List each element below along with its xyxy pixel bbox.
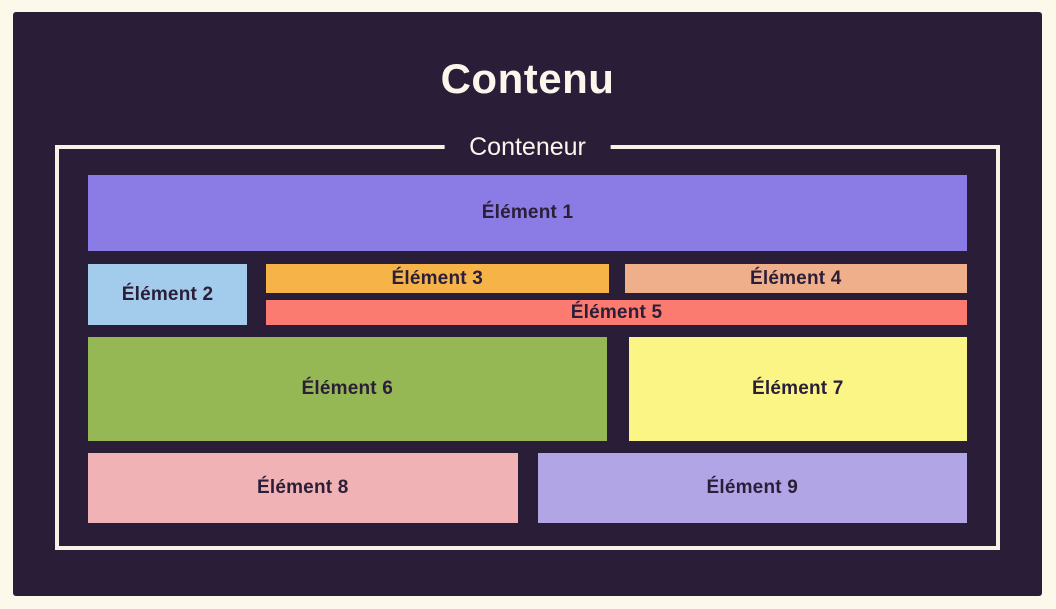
row-4: Élément 8 Élément 9	[88, 453, 967, 523]
element-9: Élément 9	[537, 453, 967, 523]
content-panel: Contenu Conteneur Élément 1 Élément 2 Él…	[13, 12, 1042, 596]
element-2: Élément 2	[88, 264, 247, 325]
row-2: Élément 2 Élément 3 Élément 4 Élément 5	[88, 264, 967, 325]
container-box: Conteneur Élément 1 Élément 2 Élément 3 …	[55, 132, 1000, 550]
content-title: Contenu	[440, 54, 615, 102]
row-2-top: Élément 3 Élément 4	[266, 264, 967, 293]
row-3: Élément 6 Élément 7	[88, 337, 967, 441]
element-8: Élément 8	[88, 453, 518, 523]
row-1: Élément 1	[88, 175, 967, 251]
row-2-column: Élément 3 Élément 4 Élément 5	[266, 264, 967, 325]
element-7: Élément 7	[628, 337, 967, 441]
element-1: Élément 1	[88, 175, 967, 251]
element-4: Élément 4	[624, 264, 967, 293]
element-3: Élément 3	[266, 264, 609, 293]
element-6: Élément 6	[88, 337, 607, 441]
container-legend: Conteneur	[444, 132, 611, 162]
element-5: Élément 5	[266, 300, 967, 325]
